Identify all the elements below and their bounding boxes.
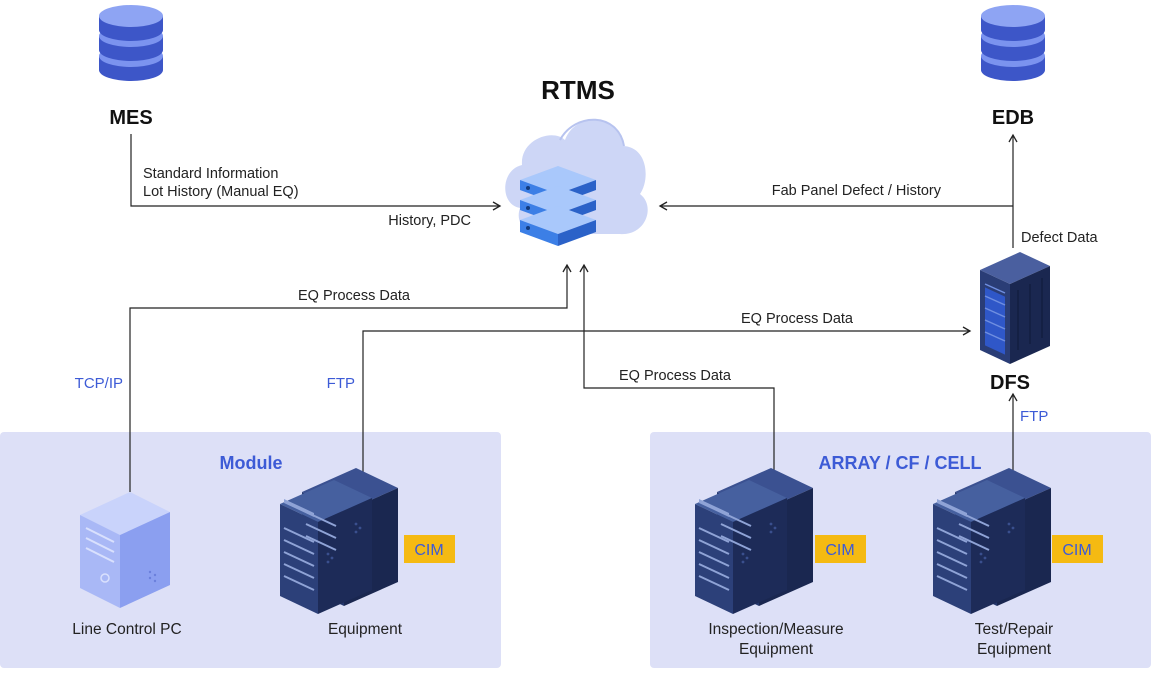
mes-database-icon bbox=[99, 5, 163, 81]
cim-badge-label: CIM bbox=[1062, 542, 1091, 559]
group-title-module: Module bbox=[220, 453, 283, 473]
device-label-equipment: Equipment bbox=[328, 621, 403, 638]
flow-label-lot-history: Lot History (Manual EQ) bbox=[143, 184, 299, 200]
flow-label-history-pdc: History, PDC bbox=[388, 213, 471, 229]
flow-label-eq-process-2: EQ Process Data bbox=[741, 311, 854, 327]
flow-label-standard-info: Standard Information bbox=[143, 166, 278, 182]
device-label-inspection-1: Inspection/Measure bbox=[708, 621, 843, 638]
dfs-label: DFS bbox=[990, 372, 1030, 394]
protocol-ftp-module: FTP bbox=[327, 375, 355, 392]
cim-badge-label: CIM bbox=[414, 542, 443, 559]
protocol-tcpip: TCP/IP bbox=[75, 375, 123, 392]
desktop-tower-icon bbox=[80, 492, 170, 608]
group-title-array: ARRAY / CF / CELL bbox=[818, 453, 981, 473]
cim-badge-label: CIM bbox=[825, 542, 854, 559]
flow-label-defect-data: Defect Data bbox=[1021, 230, 1098, 246]
cim-badge bbox=[1052, 535, 1103, 563]
edb-label: EDB bbox=[992, 107, 1034, 129]
cim-badge bbox=[815, 535, 866, 563]
protocol-ftp-dfs: FTP bbox=[1020, 408, 1048, 425]
device-label-test-2: Equipment bbox=[977, 641, 1052, 658]
rtms-cloud-server-icon bbox=[505, 118, 648, 246]
flow-label-fab-panel: Fab Panel Defect / History bbox=[772, 183, 942, 199]
edb-database-icon bbox=[981, 5, 1045, 81]
device-label-line-control-pc: Line Control PC bbox=[72, 621, 181, 638]
connections bbox=[129, 133, 1018, 496]
flow-label-eq-process-1: EQ Process Data bbox=[298, 288, 411, 304]
device-label-test-1: Test/Repair bbox=[975, 621, 1053, 638]
dfs-server-icon bbox=[980, 252, 1050, 364]
cim-badge bbox=[404, 535, 455, 563]
mes-label: MES bbox=[109, 107, 152, 129]
rtms-label: RTMS bbox=[541, 75, 615, 105]
flow-label-eq-process-3: EQ Process Data bbox=[619, 368, 732, 384]
device-label-inspection-2: Equipment bbox=[739, 641, 814, 658]
